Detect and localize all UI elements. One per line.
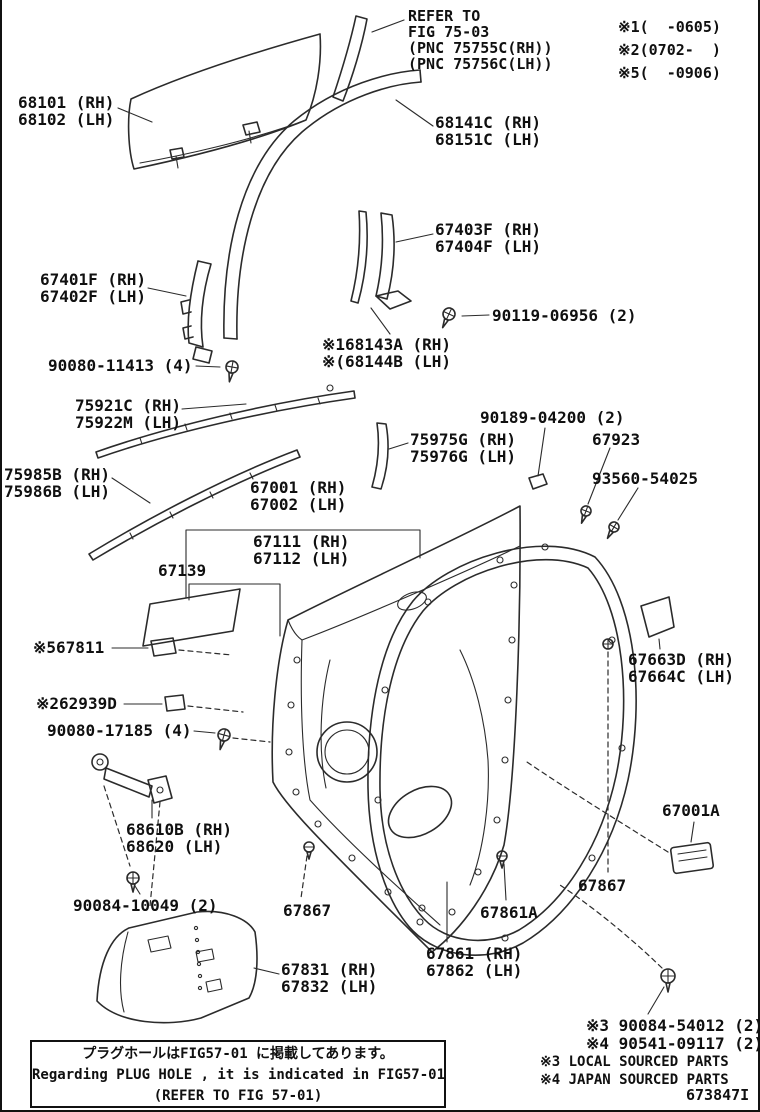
screw-90119-icon [441, 307, 456, 329]
clip-67867-right-icon [602, 638, 614, 873]
door-glass-drawing [117, 33, 322, 170]
service-cover-drawing [96, 910, 280, 1024]
cover-clip-dots [193, 925, 203, 991]
weatherstrip-clips [374, 543, 626, 942]
clip-62939-drawing [123, 694, 244, 713]
front-pillar-garnish-drawing [332, 15, 405, 102]
leader-93560 [617, 487, 639, 521]
lock-block-drawing [523, 759, 715, 875]
screw-90080-17185-icon [193, 728, 271, 751]
leader-67001 [185, 529, 421, 599]
corner-garnish-drawing [640, 596, 675, 650]
quarter-garnish-drawing [371, 422, 409, 490]
door-panel-drawing [185, 505, 521, 953]
plug-note-jp: プラグホールはFIG57-01 に掲載してあります。 [82, 1046, 394, 1062]
roof-drip-molding-drawing [95, 384, 356, 459]
screw-90080-11413-icon [225, 360, 239, 383]
plug-note-refer: (REFER TO FIG 57-01) [153, 1088, 323, 1104]
clip-67811-drawing [111, 637, 233, 657]
bolt-90084-54012-icon [559, 884, 676, 1015]
screw-67923-icon [580, 505, 592, 525]
plug-hole-note-box: プラグホールはFIG57-01 に掲載してあります。 Regarding PLU… [30, 1040, 446, 1108]
plug-note-en: Regarding PLUG HOLE , it is indicated in… [32, 1067, 446, 1083]
door-frame-front-drawing [147, 260, 221, 368]
panel-holes [285, 581, 518, 926]
door-weatherstrip-drawing [367, 543, 637, 956]
screw-93560-icon [606, 521, 620, 540]
bolt-90084-10049-icon [126, 871, 141, 895]
clip-67861A-icon [496, 850, 508, 901]
protector-film-drawing [142, 588, 241, 647]
clip-90189-icon [528, 427, 548, 490]
clip-67867-bottom-icon [300, 841, 315, 899]
leader-67111 [188, 583, 281, 637]
belt-molding-drawing [88, 449, 301, 561]
window-run-drawing [223, 69, 434, 340]
leader-67923 [587, 447, 611, 505]
door-check-drawing [91, 753, 173, 907]
door-frame-rear-drawing [350, 210, 490, 335]
